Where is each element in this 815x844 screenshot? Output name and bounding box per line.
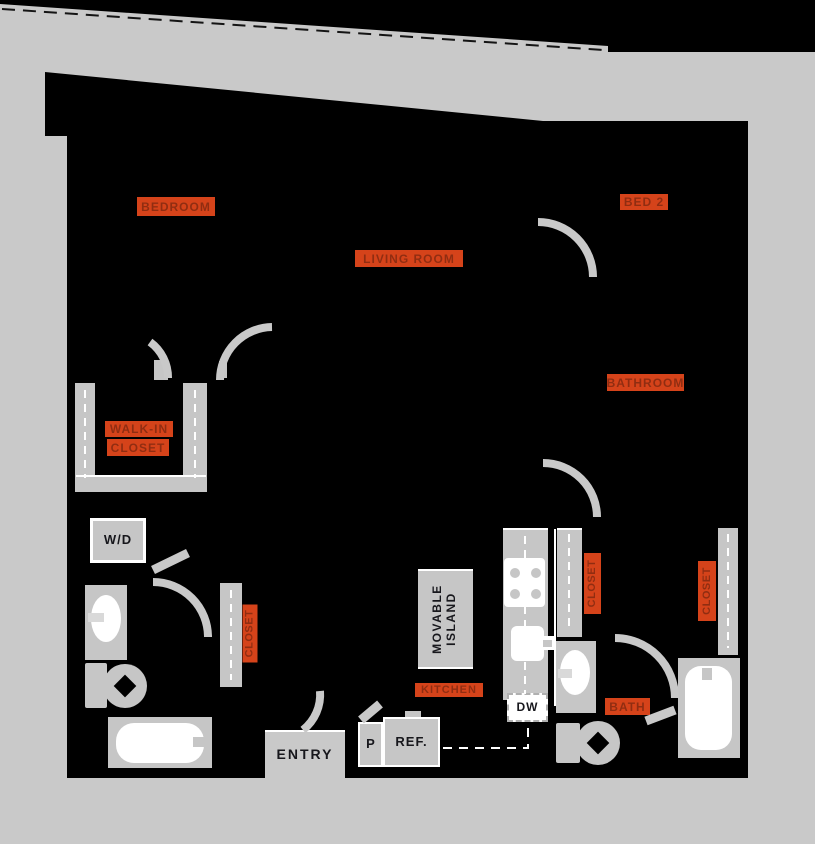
walkin-closet-wall-right [183,383,207,490]
door-arc-bedroom [216,323,273,381]
cooktop-burner [510,589,520,599]
closet2-wall-left [557,528,582,637]
kitchen-counter-column [503,528,548,700]
faucet-right [558,669,572,678]
closet2-right-label: CLOSET [698,561,716,621]
bathtub-left-faucet [193,737,204,747]
kitchen-label: KITCHEN [415,683,483,697]
bathroom2-label: BATHROOM [607,374,684,391]
door-jamb-nib [154,360,168,380]
door-jamb-nib [219,361,227,378]
bedroom-label: BEDROOM [137,197,215,216]
door-arc-bath-left [152,578,212,638]
bath-label: BATH [605,698,650,715]
entry-label: ENTRY [276,745,334,762]
kitchen-sink-faucet [543,640,552,647]
hall-closet-wall [220,583,242,687]
pantry-label: P [366,736,375,752]
door-leaf-pantry [358,700,383,724]
door-leaf-wd [151,548,190,575]
dishwasher-label: DW [516,699,539,714]
faucet-left [88,613,104,622]
door-arc-bath-right [614,634,679,699]
door-arc-bed2-lower [542,459,601,518]
refrigerator-label: REF. [395,733,428,749]
cooktop [504,558,545,607]
bathtub-left-basin [116,723,204,763]
walkin-closet-label-line1: WALK-IN [105,421,173,437]
counter-bottom-dashed [443,723,529,749]
door-leaf-bath-right [644,705,677,726]
closet2-wall-right [718,528,738,655]
cooktop-burner [531,568,541,578]
walkin-closet-label-line2: CLOSET [107,439,169,456]
bed2-label: BED 2 [620,194,668,210]
door-arc-entry [300,690,325,734]
bathtub-right-faucet [702,668,712,680]
cooktop-burner [510,568,520,578]
cooktop-burner [531,589,541,599]
closet2-left-label: CLOSET [584,553,601,614]
hall-closet-label: CLOSET [242,604,258,663]
terrace-edge-dashed-line [1,8,604,51]
walkin-closet-wall-bottom [75,475,207,492]
washer-dryer-label: W/D [103,532,133,548]
living-room-label: LIVING ROOM [355,250,463,267]
door-arc-bed2 [537,218,597,278]
